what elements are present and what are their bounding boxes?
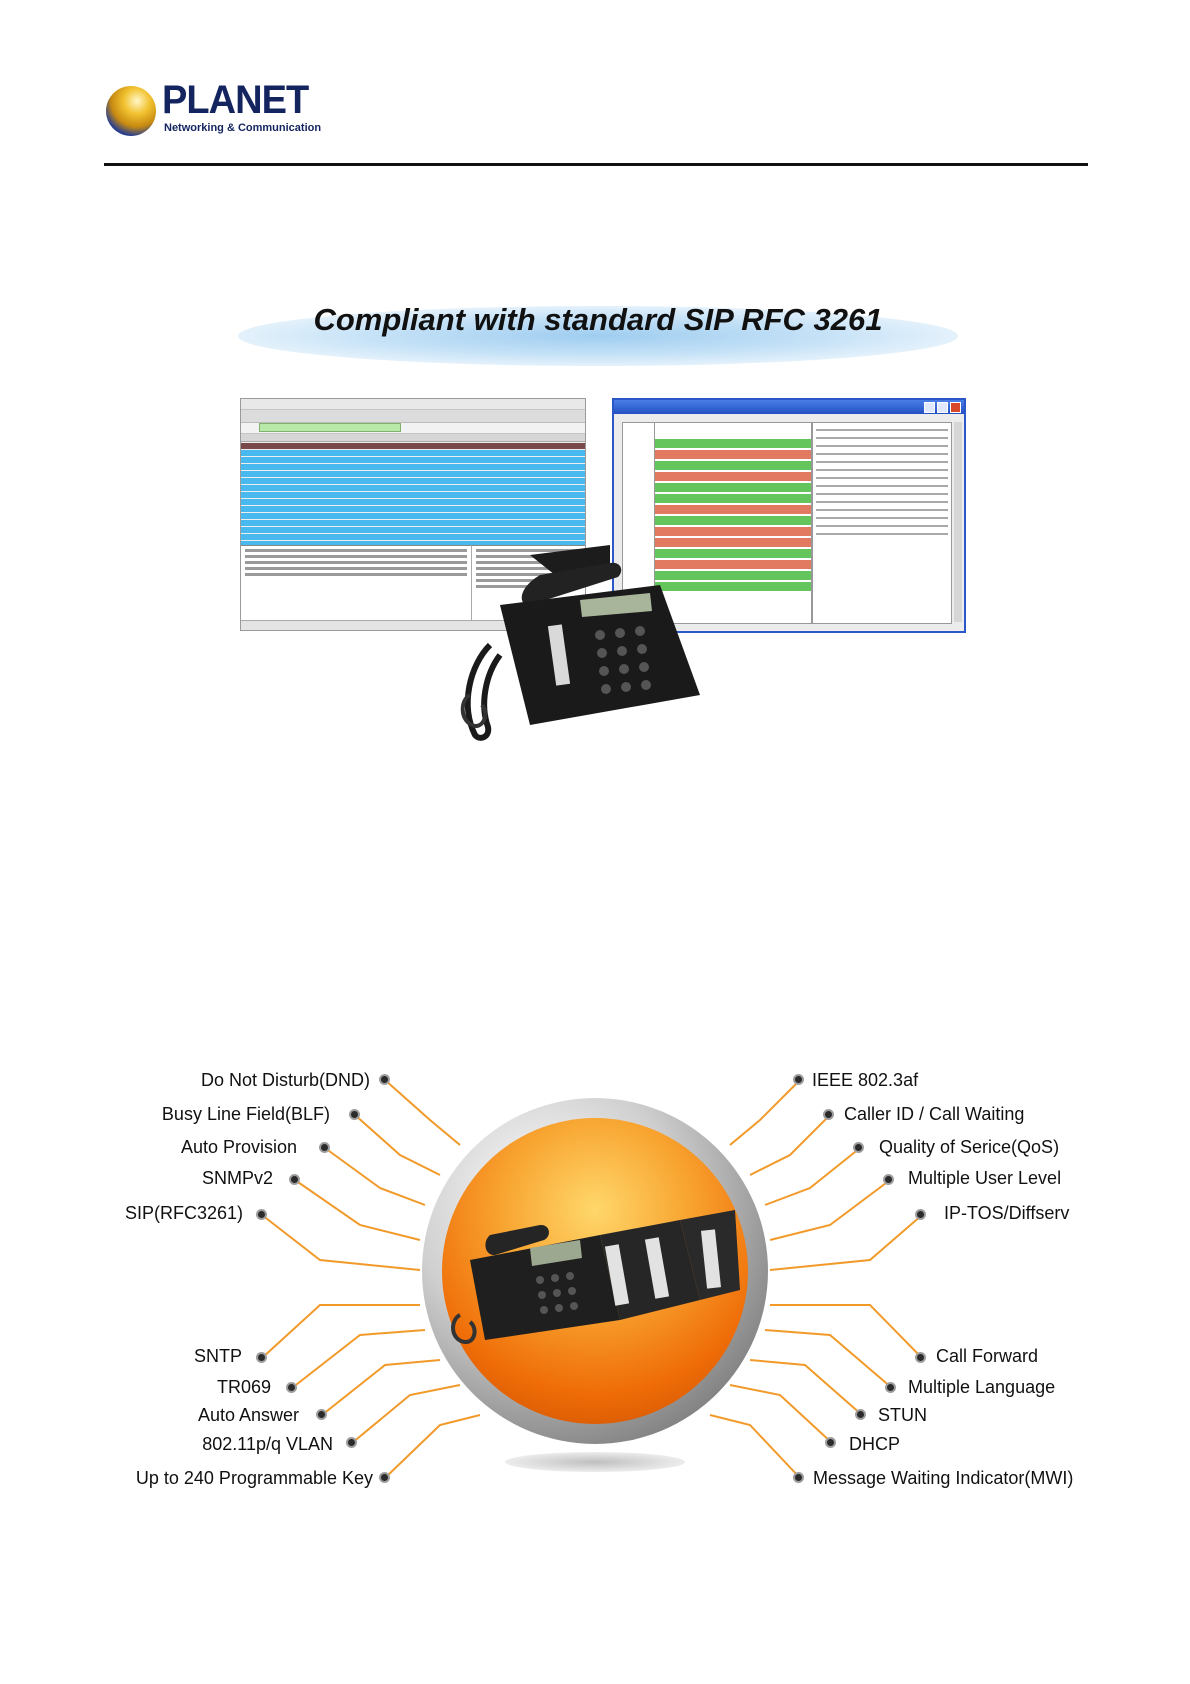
feature-right-0: IEEE 802.3af xyxy=(812,1070,919,1090)
wireshark-screenshot xyxy=(240,398,586,631)
ws-menubar xyxy=(241,399,585,410)
brand-name: PLANET xyxy=(162,78,309,122)
ws-packet-row xyxy=(241,513,585,519)
feature-dot xyxy=(793,1074,804,1085)
feature-left-6: TR069 xyxy=(216,1377,271,1397)
feature-dot xyxy=(883,1174,894,1185)
ws-statusbar xyxy=(241,620,585,630)
feature-dot xyxy=(349,1109,360,1120)
ws-toolbar xyxy=(241,410,585,423)
ws-column-header xyxy=(241,434,585,442)
ga-titlebar xyxy=(614,400,964,414)
feature-right-3: Multiple User Level xyxy=(908,1168,1062,1188)
feature-right-4: IP-TOS/Diffserv xyxy=(944,1203,1070,1223)
ws-detail-pane xyxy=(241,545,471,620)
feature-left-3: SNMPv2 xyxy=(201,1168,273,1188)
feature-dot xyxy=(855,1409,866,1420)
feature-dot xyxy=(915,1209,926,1220)
feature-dot xyxy=(256,1352,267,1363)
ws-packet-row xyxy=(241,492,585,498)
ws-packet-row xyxy=(241,443,585,449)
feature-dot xyxy=(823,1109,834,1120)
ws-packet-row xyxy=(241,450,585,456)
ws-packet-row xyxy=(241,506,585,512)
feature-left-1: Busy Line Field(BLF) xyxy=(161,1104,330,1124)
orb-shadow xyxy=(505,1452,685,1472)
feature-right-8: DHCP xyxy=(849,1434,901,1454)
ws-packet-row xyxy=(241,527,585,533)
feature-right-6: Multiple Language xyxy=(908,1377,1056,1397)
feature-dot xyxy=(316,1409,327,1420)
ip-phone-icon xyxy=(460,545,700,741)
ws-packet-row xyxy=(241,478,585,484)
ga-comment-column xyxy=(812,422,952,624)
planet-logo: PLANET Networking & Communication xyxy=(106,78,321,140)
feature-dot xyxy=(346,1437,357,1448)
feature-right-5: Call Forward xyxy=(936,1346,1039,1366)
brand-tagline: Networking & Communication xyxy=(164,122,322,134)
feature-dot xyxy=(825,1437,836,1448)
ws-packet-row xyxy=(241,520,585,526)
banner-glow xyxy=(238,306,958,366)
ip-phone-with-expansion-icon xyxy=(451,1210,740,1344)
feature-dot xyxy=(289,1174,300,1185)
ws-packet-row xyxy=(241,457,585,463)
feature-dot xyxy=(286,1382,297,1393)
feature-dot xyxy=(256,1209,267,1220)
feature-left-9: Up to 240 Programmable Key xyxy=(135,1468,373,1488)
feature-left-2: Auto Provision xyxy=(180,1137,297,1157)
header-divider xyxy=(104,163,1088,166)
feature-left-0: Do Not Disturb(DND) xyxy=(200,1070,370,1090)
feature-left-5: SNTP xyxy=(193,1346,242,1366)
planet-globe-logo-icon xyxy=(106,86,156,136)
ga-flow-graph xyxy=(654,422,812,624)
ga-scrollbar xyxy=(954,422,962,622)
feature-left-7: Auto Answer xyxy=(197,1405,299,1425)
ws-packet-row xyxy=(241,485,585,491)
feature-left-4: SIP(RFC3261) xyxy=(124,1203,243,1223)
feature-dot xyxy=(379,1074,390,1085)
feature-dot xyxy=(853,1142,864,1153)
banner-title: Compliant with standard SIP RFC 3261 xyxy=(313,302,883,337)
feature-left-8: 802.11p/q VLAN xyxy=(202,1434,333,1454)
feature-right-7: STUN xyxy=(878,1405,927,1425)
feature-right-1: Caller ID / Call Waiting xyxy=(844,1104,1025,1124)
ws-filter-input xyxy=(259,423,401,432)
feature-right-9: Message Waiting Indicator(MWI) xyxy=(813,1468,1074,1488)
feature-dot xyxy=(885,1382,896,1393)
feature-dot xyxy=(915,1352,926,1363)
ga-window-controls xyxy=(924,402,961,413)
feature-dot xyxy=(379,1472,390,1483)
feature-connectors xyxy=(261,1079,923,1479)
feature-dot xyxy=(319,1142,330,1153)
feature-right-2: Quality of Serice(QoS) xyxy=(879,1137,1060,1157)
ws-packet-row xyxy=(241,471,585,477)
ws-packet-row xyxy=(241,464,585,470)
ws-packet-row xyxy=(241,541,585,547)
sip-banner: Compliant with standard SIP RFC 3261 xyxy=(238,296,958,378)
ws-packet-row xyxy=(241,499,585,505)
feature-dot xyxy=(793,1472,804,1483)
ws-packet-row xyxy=(241,534,585,540)
graph-analysis-window xyxy=(612,398,966,633)
ws-filterbar xyxy=(241,423,585,434)
